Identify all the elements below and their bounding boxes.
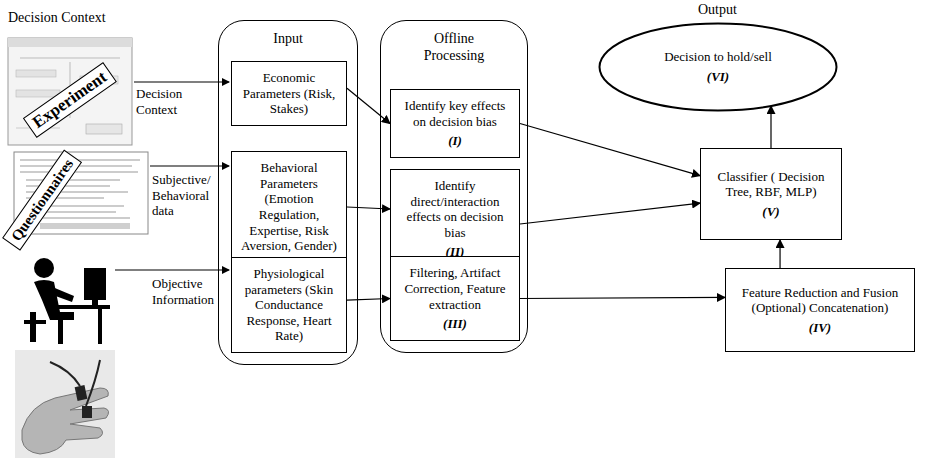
text-wrap: Physiological parameters (Skin Conductan… xyxy=(232,262,346,348)
input-arrows xyxy=(115,82,229,270)
output-heading: Output xyxy=(698,2,778,19)
flow-arrow xyxy=(520,124,700,176)
ellipse-outline xyxy=(598,22,838,112)
box-text: Filtering, Artifact Correction, Feature … xyxy=(397,265,513,312)
text-wrap: Identify key effects on decision bias (I) xyxy=(391,94,519,153)
flow-arrow xyxy=(347,88,390,123)
text-wrap: Behavioral Parameters (Emotion Regulatio… xyxy=(232,156,346,258)
box-text: Feature Reduction and Fusion (Optional) … xyxy=(732,285,908,316)
processing-panel: Offline ProcessingIdentify key effects o… xyxy=(380,20,528,353)
hand-electrodes-photo xyxy=(15,350,115,458)
flow-label: Subjective/ Behavioral data xyxy=(152,172,216,219)
person-computer-icon xyxy=(24,258,110,344)
box-text: Classifier ( Decision Tree, RBF, MLP) xyxy=(707,169,835,200)
text-wrap: Filtering, Artifact Correction, Feature … xyxy=(391,261,519,335)
experiment-screenshot xyxy=(8,38,132,145)
panel-title: Input xyxy=(243,31,333,48)
flow-arrow xyxy=(779,240,780,268)
text-wrap: Feature Reduction and Fusion (Optional) … xyxy=(726,281,914,340)
context-heading: Decision Context xyxy=(8,10,128,27)
process-box: Filtering, Artifact Correction, Feature … xyxy=(390,256,520,341)
step-number: (I) xyxy=(397,133,513,149)
flow-arrow xyxy=(770,106,771,148)
process-box: Feature Reduction and Fusion (Optional) … xyxy=(725,268,915,352)
flow-arrow xyxy=(347,299,390,301)
box-text: Physiological parameters (Skin Conductan… xyxy=(238,266,340,344)
flow-label: Objective Information xyxy=(152,276,216,307)
text-wrap: Identify direct/interaction effects on d… xyxy=(391,174,519,264)
experiment-tag: Experiment xyxy=(23,62,117,138)
parameter-box: Physiological parameters (Skin Conductan… xyxy=(231,257,347,353)
classifier-box: Classifier ( Decision Tree, RBF, MLP) (V) xyxy=(700,148,842,240)
parameter-box: Economic Parameters (Risk, Stakes) xyxy=(231,61,347,126)
flow-arrow xyxy=(347,207,390,209)
box-text: Identify direct/interaction effects on d… xyxy=(397,178,513,240)
box-text: Decision to hold/sell xyxy=(664,49,772,65)
output-ellipse: Decision to hold/sell (VI) xyxy=(598,22,838,112)
step-number: (IV) xyxy=(732,320,908,336)
box-text: Behavioral Parameters (Emotion Regulatio… xyxy=(238,160,340,254)
parameter-box: Behavioral Parameters (Emotion Regulatio… xyxy=(231,151,347,263)
box-text: Identify key effects on decision bias xyxy=(397,98,513,129)
flow-arrow xyxy=(520,297,725,298)
panel-title: Offline Processing xyxy=(409,31,499,65)
step-number: (VI) xyxy=(664,69,772,85)
text-wrap: Decision to hold/sell (VI) xyxy=(658,45,778,88)
process-box: Identify direct/interaction effects on d… xyxy=(390,169,520,269)
text-wrap: Economic Parameters (Risk, Stakes) xyxy=(232,66,346,121)
flow-label: Decision Context xyxy=(136,86,188,117)
box-text: Economic Parameters (Risk, Stakes) xyxy=(238,70,340,117)
step-number: (III) xyxy=(397,316,513,332)
text-wrap: Classifier ( Decision Tree, RBF, MLP) (V) xyxy=(701,165,841,224)
process-box: Identify key effects on decision bias (I) xyxy=(390,89,520,158)
questionnaire-tag: Questionnaires xyxy=(2,149,82,250)
input-panel: InputEconomic Parameters (Risk, Stakes) B… xyxy=(218,20,358,365)
step-number: (V) xyxy=(707,204,835,220)
flow-arrow xyxy=(520,203,700,224)
